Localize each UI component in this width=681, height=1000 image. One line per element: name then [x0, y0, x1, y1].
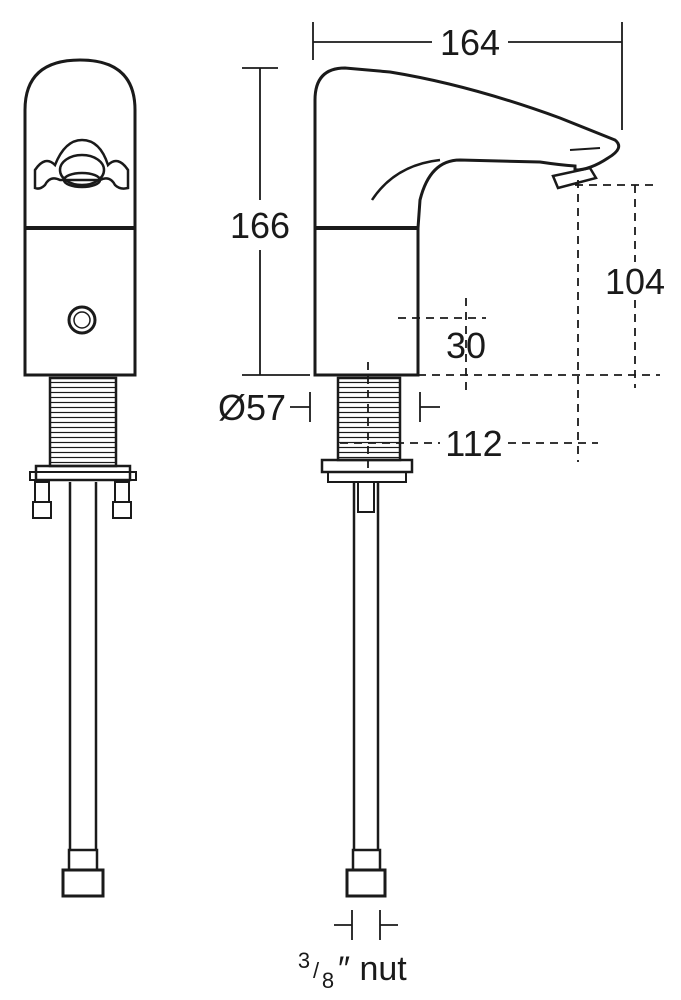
side-bolt — [357, 481, 375, 513]
dim-164-label: 164 — [440, 22, 500, 63]
side-spout-underside — [370, 158, 441, 201]
side-backnut — [320, 458, 414, 474]
nut-fraction-denominator: 8 — [322, 968, 334, 993]
dim-166-label: 166 — [230, 205, 290, 246]
side-threaded-shank — [336, 376, 402, 462]
side-outlet-nozzle — [551, 166, 598, 190]
dim-112-label: 112 — [445, 423, 502, 464]
front-aerator-outlet — [62, 171, 102, 189]
nut-label: 3 / 8 ″ nut — [298, 948, 407, 993]
side-view — [313, 66, 621, 898]
front-body — [23, 226, 137, 377]
front-bolt-left — [34, 481, 50, 503]
front-threaded-shank — [48, 376, 118, 468]
front-spout-cutout — [33, 138, 130, 190]
front-fitting — [67, 848, 99, 872]
nut-suffix: ″ nut — [338, 950, 407, 988]
sensor-window — [67, 305, 97, 335]
side-spout-outline — [313, 66, 621, 230]
front-view — [23, 58, 137, 898]
dimension-lines — [242, 22, 660, 940]
dim-30-label: 30 — [446, 325, 486, 366]
dim-57-label: Ø57 — [218, 387, 286, 428]
side-fitting — [351, 848, 382, 872]
front-aerator-ring — [58, 153, 106, 187]
dim-104-label: 104 — [605, 261, 665, 302]
side-body — [313, 226, 420, 377]
nut-fraction-numerator: 3 — [298, 948, 310, 973]
front-bolt-right — [114, 481, 130, 503]
front-head-outline — [23, 58, 137, 230]
nut-fraction-slash: / — [313, 958, 320, 983]
